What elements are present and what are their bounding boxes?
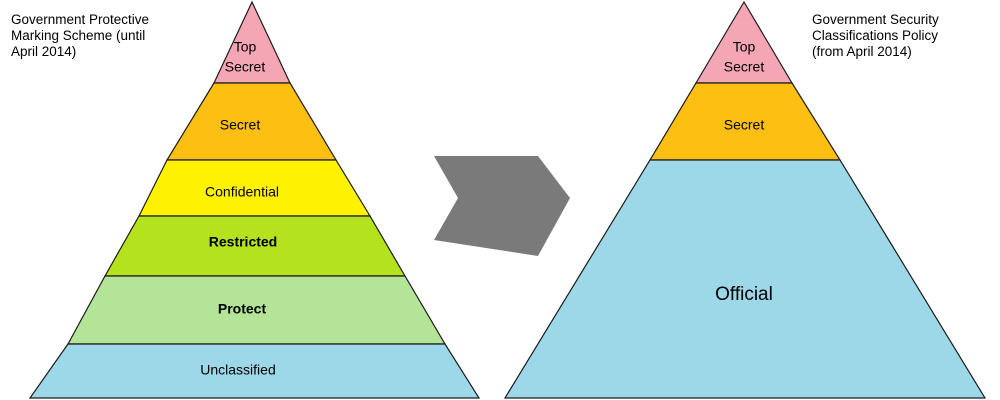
- right-official-label: Official: [715, 284, 773, 305]
- right-top-secret-label-line2: Secret: [724, 59, 765, 75]
- left-pyramid-caption: Government Protective Marking Scheme (un…: [11, 12, 150, 59]
- left-restricted-label: Restricted: [209, 234, 277, 250]
- right-top-secret-label-line1: Top: [733, 39, 756, 55]
- left-level-unclassified: [28, 343, 481, 399]
- right-pyramid: [503, 0, 987, 399]
- left-top-secret-label-line2: Secret: [225, 59, 266, 75]
- transition-arrow: [434, 156, 570, 256]
- right-pyramid-caption: Government Security Classifications Poli…: [812, 12, 939, 59]
- left-pyramid: [28, 0, 481, 399]
- left-secret-label: Secret: [220, 117, 261, 133]
- left-protect-label: Protect: [218, 301, 267, 317]
- right-level-official: [503, 159, 987, 399]
- left-confidential-label: Confidential: [205, 184, 279, 200]
- left-unclassified-label: Unclassified: [200, 362, 275, 378]
- right-secret-label: Secret: [724, 117, 765, 133]
- left-top-secret-label-line1: Top: [234, 39, 257, 55]
